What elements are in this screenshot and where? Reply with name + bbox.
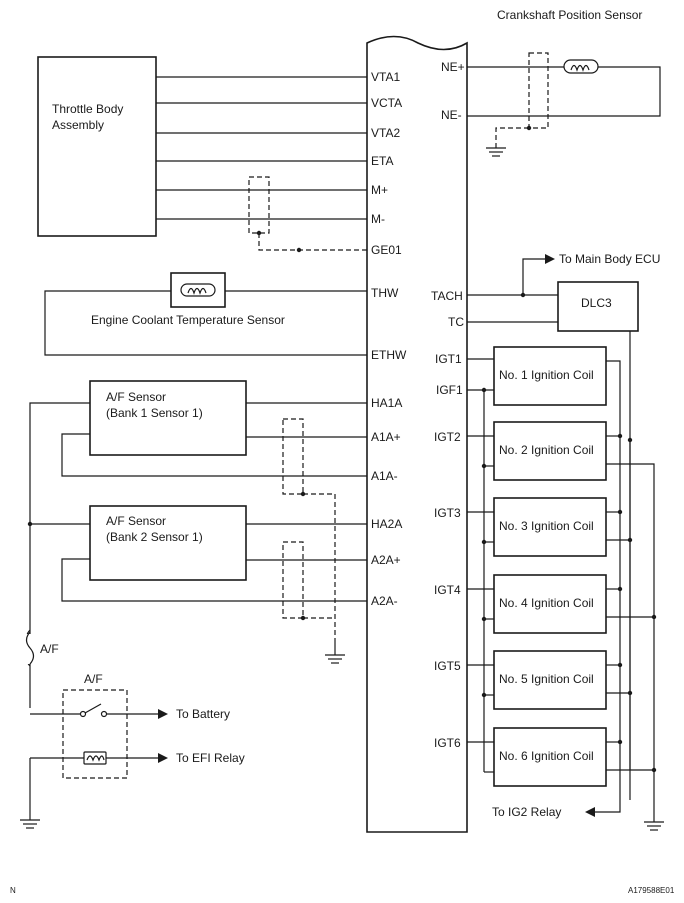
pin-ha1a: HA1A	[371, 396, 402, 410]
af-sensor-2-label-2: (Bank 2 Sensor 1)	[106, 530, 203, 544]
crankshaft-sensor-label: Crankshaft Position Sensor	[497, 8, 642, 22]
af-fuse-label: A/F	[40, 642, 59, 656]
pin-igt3: IGT3	[434, 506, 461, 520]
pin-thw: THW	[371, 286, 399, 300]
pin-a1a-plus: A1A+	[371, 430, 401, 444]
af-relay-box	[62, 689, 128, 779]
to-efi-relay-label: To EFI Relay	[176, 751, 245, 765]
af-relay-label: A/F	[84, 672, 103, 686]
ignition-coil-4-label: No. 4 Ignition Coil	[499, 596, 594, 610]
to-ig2-relay-label: To IG2 Relay	[492, 805, 561, 819]
af-sensor-1-shield	[282, 418, 304, 495]
ignition-coil-5-box	[493, 650, 607, 710]
crankshaft-shield	[528, 52, 549, 129]
ignition-coil-6-box	[493, 727, 607, 787]
pin-vcta: VCTA	[371, 96, 402, 110]
af-sensor-2-label-1: A/F Sensor	[106, 514, 166, 528]
pin-m-minus: M-	[371, 212, 385, 226]
coolant-sensor-label: Engine Coolant Temperature Sensor	[91, 313, 285, 327]
pin-tach: TACH	[431, 289, 463, 303]
pin-ne-minus: NE-	[441, 108, 462, 122]
pin-vta2: VTA2	[371, 126, 400, 140]
dlc3-label: DLC3	[581, 296, 612, 310]
pin-igf1: IGF1	[436, 383, 463, 397]
ignition-coil-3-label: No. 3 Ignition Coil	[499, 519, 594, 533]
relay-switch-contact	[84, 703, 102, 714]
pin-vta1: VTA1	[371, 70, 400, 84]
pin-ethw: ETHW	[371, 348, 407, 362]
corner-label-right: A179588E01	[628, 886, 675, 895]
coolant-sensor-box	[170, 272, 226, 308]
af-sensor-2-box	[89, 505, 247, 581]
pin-tc: TC	[448, 315, 464, 329]
throttle-body-label-2: Assembly	[52, 118, 104, 132]
to-battery-label: To Battery	[176, 707, 230, 721]
ignition-coil-6-label: No. 6 Ignition Coil	[499, 749, 594, 763]
ignition-coil-4-box	[493, 574, 607, 634]
pin-igt6: IGT6	[434, 736, 461, 750]
motor-shield	[248, 176, 270, 234]
pin-eta: ETA	[371, 154, 393, 168]
af-sensor-1-label-2: (Bank 1 Sensor 1)	[106, 406, 203, 420]
throttle-body-label-1: Throttle Body	[52, 102, 123, 116]
ignition-coil-1-box	[493, 346, 607, 406]
dlc3-box	[557, 281, 639, 332]
to-ig2-relay-arrow-icon	[585, 807, 595, 817]
pin-a2a-minus: A2A-	[371, 594, 398, 608]
to-efi-relay-arrow-icon	[158, 753, 168, 763]
to-battery-arrow-icon	[158, 709, 168, 719]
pin-m-plus: M+	[371, 183, 388, 197]
ignition-coil-3-box	[493, 497, 607, 557]
ignition-coil-2-box	[493, 421, 607, 481]
af-sensor-1-box	[89, 380, 247, 456]
pin-a2a-plus: A2A+	[371, 553, 401, 567]
ecu-body	[366, 35, 468, 833]
to-main-body-ecu-label: To Main Body ECU	[559, 252, 660, 266]
pin-ha2a: HA2A	[371, 517, 402, 531]
pin-a1a-minus: A1A-	[371, 469, 398, 483]
corner-label-left: N	[10, 886, 16, 895]
pin-igt4: IGT4	[434, 583, 461, 597]
ignition-coil-2-label: No. 2 Ignition Coil	[499, 443, 594, 457]
ignition-coil-5-label: No. 5 Ignition Coil	[499, 672, 594, 686]
ignition-coil-1-label: No. 1 Ignition Coil	[499, 368, 594, 382]
to-main-body-ecu-arrow-icon	[545, 254, 555, 264]
pin-igt1: IGT1	[435, 352, 462, 366]
pin-igt2: IGT2	[434, 430, 461, 444]
af-sensor-2-shield	[282, 541, 304, 619]
coolant-sensor-thermistor-icon	[180, 283, 216, 297]
pin-igt5: IGT5	[434, 659, 461, 673]
pin-ne-plus: NE+	[441, 60, 465, 74]
af-sensor-1-label-1: A/F Sensor	[106, 390, 166, 404]
pin-ge01: GE01	[371, 243, 402, 257]
throttle-body-box	[37, 56, 157, 237]
